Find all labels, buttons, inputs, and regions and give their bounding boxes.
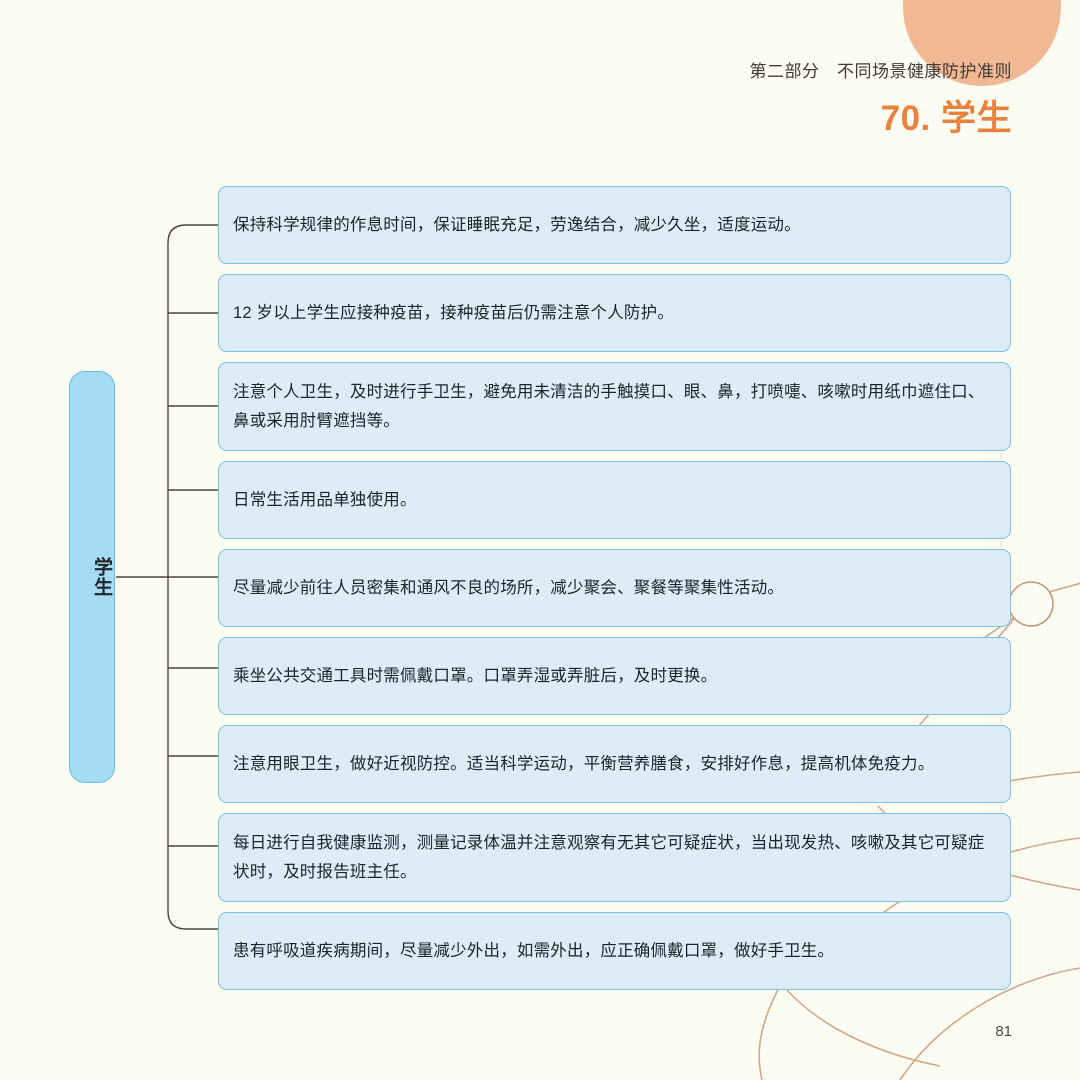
guideline-item-text: 注意用眼卫生，做好近视防控。适当科学运动，平衡营养膳食，安排好作息，提高机体免疫…	[233, 754, 935, 773]
root-node-label: 学生	[91, 557, 112, 597]
guideline-list: 保持科学规律的作息时间，保证睡眠充足，劳逸结合，减少久坐，适度运动。 12 岁以上…	[218, 186, 1011, 1000]
guideline-item[interactable]: 12 岁以上学生应接种疫苗，接种疫苗后仍需注意个人防护。	[218, 274, 1011, 352]
guideline-item[interactable]: 注意用眼卫生，做好近视防控。适当科学运动，平衡营养膳食，安排好作息，提高机体免疫…	[218, 725, 1011, 803]
section-label: 第二部分 不同场景健康防护准则	[749, 62, 1012, 81]
guideline-item[interactable]: 患有呼吸道疾病期间，尽量减少外出，如需外出，应正确佩戴口罩，做好手卫生。	[218, 912, 1011, 990]
guideline-item-text: 日常生活用品单独使用。	[233, 490, 417, 509]
guideline-item-text: 每日进行自我健康监测，测量记录体温并注意观察有无其它可疑症状，当出现发热、咳嗽及…	[233, 834, 985, 881]
guideline-item-text: 患有呼吸道疾病期间，尽量减少外出，如需外出，应正确佩戴口罩，做好手卫生。	[233, 941, 835, 960]
page-title: 70. 学生	[880, 99, 1012, 139]
guideline-item[interactable]: 注意个人卫生，及时进行手卫生，避免用未清洁的手触摸口、眼、鼻，打喷嚏、咳嗽时用纸…	[218, 362, 1011, 451]
root-node-student[interactable]: 学生	[69, 371, 115, 783]
guideline-item-text: 12 岁以上学生应接种疫苗，接种疫苗后仍需注意个人防护。	[233, 303, 675, 322]
guideline-item[interactable]: 每日进行自我健康监测，测量记录体温并注意观察有无其它可疑症状，当出现发热、咳嗽及…	[218, 813, 1011, 902]
guideline-item-text: 注意个人卫生，及时进行手卫生，避免用未清洁的手触摸口、眼、鼻，打喷嚏、咳嗽时用纸…	[233, 383, 985, 430]
guideline-item-text: 乘坐公共交通工具时需佩戴口罩。口罩弄湿或弄脏后，及时更换。	[233, 666, 718, 685]
header: 第二部分 不同场景健康防护准则 70. 学生	[750, 62, 1013, 139]
guideline-item[interactable]: 日常生活用品单独使用。	[218, 461, 1011, 539]
connector-spine	[167, 224, 218, 930]
guideline-item[interactable]: 尽量减少前往人员密集和通风不良的场所，减少聚会、聚餐等聚集性活动。	[218, 549, 1011, 627]
page-number: 81	[995, 1023, 1012, 1040]
guideline-item-text: 保持科学规律的作息时间，保证睡眠充足，劳逸结合，减少久坐，适度运动。	[233, 215, 801, 234]
guideline-item-text: 尽量减少前往人员密集和通风不良的场所，减少聚会、聚餐等聚集性活动。	[233, 578, 785, 597]
guideline-item[interactable]: 保持科学规律的作息时间，保证睡眠充足，劳逸结合，减少久坐，适度运动。	[218, 186, 1011, 264]
guideline-item[interactable]: 乘坐公共交通工具时需佩戴口罩。口罩弄湿或弄脏后，及时更换。	[218, 637, 1011, 715]
